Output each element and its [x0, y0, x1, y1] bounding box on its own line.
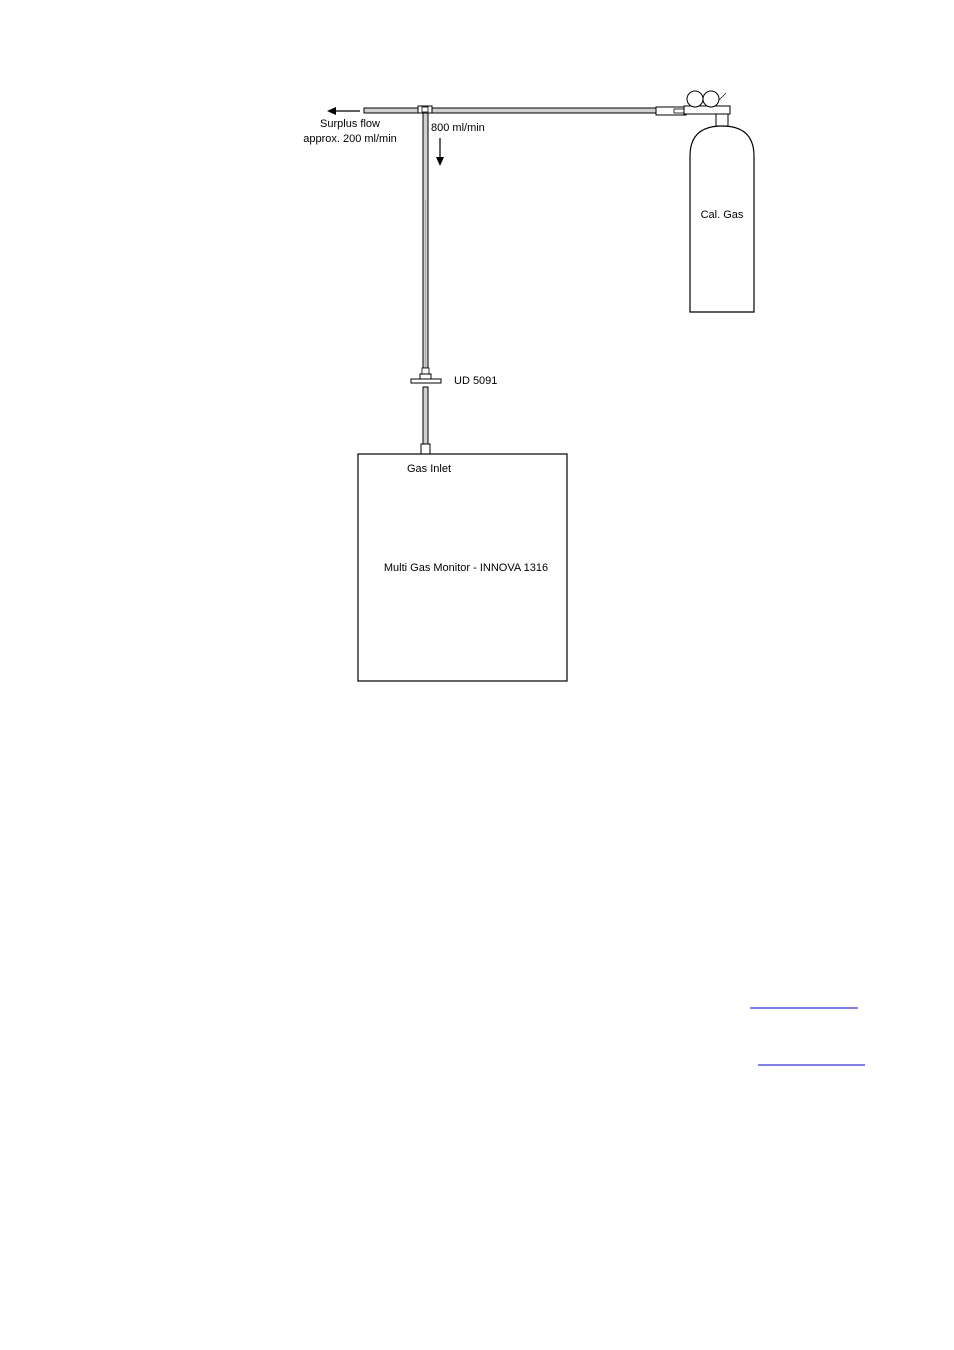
- flow-rate-label: 800 ml/min: [431, 122, 485, 134]
- pipe-coupling: [421, 367, 430, 375]
- gas-inlet-label: Gas Inlet: [407, 463, 451, 475]
- ud-5091-adapter: [410, 373, 442, 384]
- surplus-flow-rate-label: approx. 200 ml/min: [303, 133, 397, 145]
- pressure-gauge-icon: [686, 90, 704, 108]
- pressure-gauge-icon: [702, 90, 720, 108]
- monitor-label: Multi Gas Monitor - INNOVA 1316: [384, 562, 548, 574]
- regulator: [655, 90, 731, 127]
- gas-inlet-connector: [420, 443, 431, 455]
- cylinder-label: Cal. Gas: [701, 209, 744, 221]
- t-junction-inner: [421, 106, 429, 113]
- vertical-pipe-lower: [422, 386, 429, 446]
- gas-cylinder: [689, 125, 755, 313]
- surplus-flow-label: Surplus flow: [320, 118, 380, 130]
- flow-direction-arrow: [436, 138, 444, 166]
- surplus-flow-arrow: [327, 107, 360, 115]
- monitor-box: [357, 453, 568, 682]
- horizontal-pipe: [363, 107, 685, 114]
- adapter-label: UD 5091: [454, 375, 497, 387]
